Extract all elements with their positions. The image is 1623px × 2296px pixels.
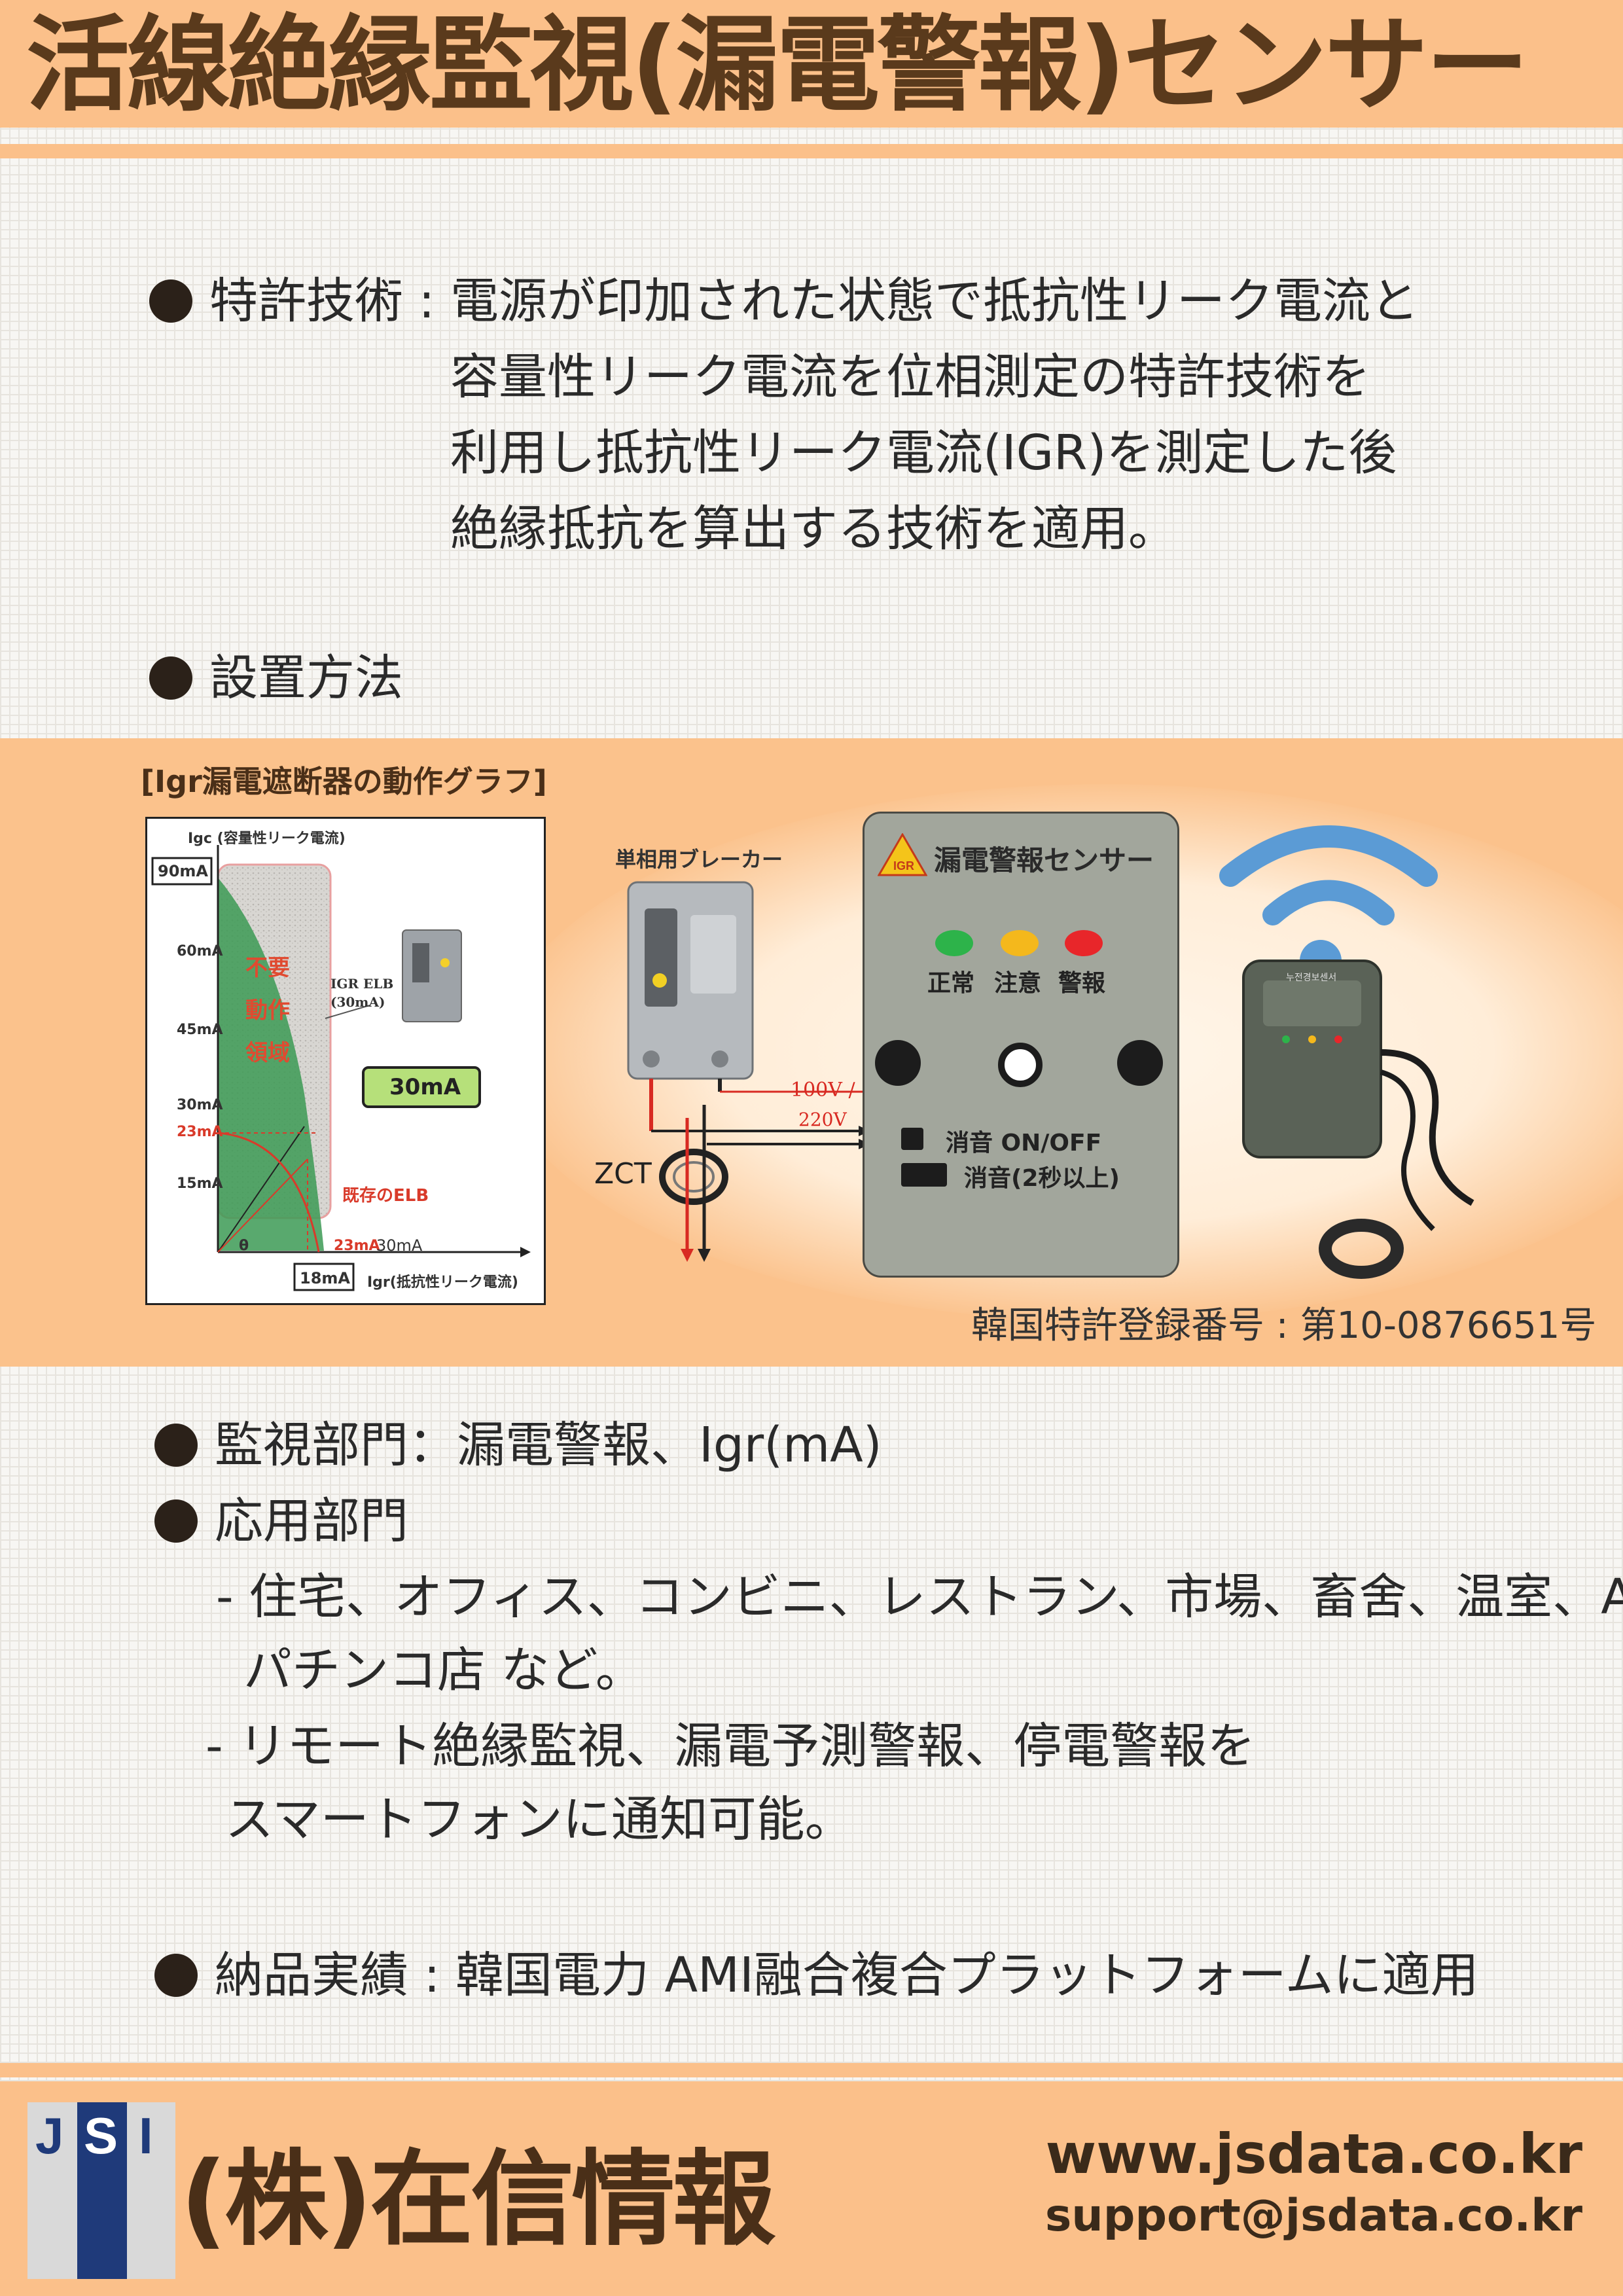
header-bar	[0, 0, 1623, 128]
website-link[interactable]: www.jsdata.co.kr	[1045, 2122, 1582, 2186]
igr-elb-image	[402, 929, 462, 1022]
divider	[0, 2063, 1623, 2077]
elb-curve	[217, 1132, 320, 1253]
mount-hole	[875, 1040, 921, 1086]
zct-ring	[659, 1149, 728, 1205]
logo-letter: J	[35, 2107, 64, 2164]
device-label: 누전경보센서	[1286, 973, 1337, 983]
support-email-link[interactable]: support@jsdata.co.kr	[1044, 2190, 1582, 2242]
patent-line-2: 容量性リーク電流を位相測定の特許技術を	[450, 349, 1370, 405]
bullet-icon	[149, 279, 192, 323]
patent-number: 韓国特許登録番号 : 第10-0876651号	[971, 1304, 1597, 1347]
voltage-label: 100V /	[791, 1079, 855, 1102]
y-axis-label: Igc (容量性リーク電流)	[188, 831, 346, 847]
igr-elb-label: IGR ELB	[330, 976, 394, 992]
sensor-photo	[1242, 960, 1474, 1279]
sensor-title: 漏電警報センサー	[934, 844, 1154, 876]
graph-title: [Igr漏電遮断器の動作グラフ]	[141, 764, 547, 799]
application-heading: 応用部門	[154, 1484, 408, 1558]
jsi-logo: J S I	[27, 2102, 175, 2279]
led-normal-label: 正常	[927, 970, 975, 997]
footer	[0, 2081, 1623, 2296]
sensor-device: IGR 漏電警報センサー 正常 注意 警報 消音 ON/OFF 消音(2秒以上)	[863, 812, 1179, 1278]
status-indicator	[998, 1043, 1043, 1087]
mute-hold-button	[901, 1163, 947, 1187]
install-heading: 設置方法	[149, 641, 403, 715]
badge-30ma-text: 30mA	[389, 1074, 461, 1100]
page-title: 活線絶縁監視(漏電警報)センサー	[26, 5, 1529, 126]
application-line-3: - リモート絶縁監視、漏電予測警報、停電警報を	[205, 1718, 1256, 1774]
led-alarm-label: 警報	[1058, 970, 1106, 997]
y-tick: 15mA	[177, 1175, 223, 1192]
bullet-icon	[149, 656, 192, 700]
company-name: (株)在信情報	[180, 2140, 776, 2260]
existing-elb-label: 既存のELB	[342, 1186, 429, 1206]
mute-switch	[901, 1128, 923, 1150]
patent-line-4: 絶縁抵抗を算出する技術を適用。	[450, 501, 1177, 557]
breaker-diagram	[627, 881, 870, 1262]
bullet-icon	[154, 1499, 198, 1543]
delivery-line: 納品実績 : 韓国電力 AMI融合複合プラットフォームに適用	[154, 1939, 1479, 2012]
x-axis-label: Igr(抵抗性リーク電流)	[367, 1274, 518, 1291]
mute-onoff-label: 消音 ON/OFF	[946, 1130, 1102, 1157]
monitor-line: 監視部門：漏電警報、Igr(mA)	[154, 1408, 882, 1482]
igr-elb-sub: (30mA)	[330, 994, 385, 1010]
no-action-label: 動作	[245, 997, 290, 1024]
theta-label: θ	[239, 1238, 249, 1254]
x-box: 18mA	[300, 1269, 350, 1287]
led-normal	[935, 930, 973, 956]
igr-logo-icon: IGR	[878, 833, 927, 876]
no-action-label: 領域	[245, 1040, 290, 1066]
graph-svg	[151, 845, 531, 1291]
patent-line-1: 特許技術 : 電源が印加された状態で抵抗性リーク電流と	[149, 264, 1419, 338]
bullet-icon	[154, 1424, 198, 1467]
no-action-label: 不要	[245, 955, 290, 981]
y-tick: 30mA	[177, 1097, 223, 1113]
application-line-4: スマートフォンに通知可能。	[225, 1791, 853, 1848]
zct-label: ZCT	[594, 1157, 652, 1191]
y-tick: 60mA	[177, 943, 223, 960]
breaker-label: 単相用ブレーカー	[615, 847, 783, 872]
logo-letter: S	[84, 2107, 118, 2164]
y-tick: 23mA	[177, 1124, 223, 1140]
led-alarm	[1065, 930, 1103, 956]
badge-30ma	[362, 1066, 481, 1108]
voltage-label-2: 220V	[798, 1109, 847, 1130]
application-line-2: パチンコ店 など。	[243, 1642, 644, 1698]
divider	[0, 144, 1623, 158]
green-region	[218, 878, 324, 1251]
bullet-icon	[154, 1954, 198, 1997]
patent-line-3: 利用し抵抗性リーク電流(IGR)を測定した後	[450, 425, 1397, 481]
x-tick-30: 30mA	[376, 1236, 423, 1255]
application-line-1: - 住宅、オフィス、コンビニ、レストラン、市場、畜舍、温室、ATM	[216, 1569, 1623, 1625]
led-caution	[1001, 930, 1039, 956]
operation-graph: Igc (容量性リーク電流) 90mA 60mA 45mA 30mA 23mA …	[145, 817, 546, 1305]
led-caution-label: 注意	[994, 970, 1042, 997]
logo-letter: I	[139, 2107, 153, 2164]
installation-band: [Igr漏電遮断器の動作グラフ]	[0, 738, 1623, 1367]
x-tick-23: 23mA	[334, 1238, 380, 1254]
y-max-box: 90mA	[158, 862, 208, 880]
mount-hole	[1117, 1040, 1163, 1086]
y-tick: 45mA	[177, 1022, 223, 1038]
svg-text:IGR: IGR	[893, 859, 914, 872]
mute-hold-label: 消音(2秒以上)	[964, 1165, 1120, 1192]
